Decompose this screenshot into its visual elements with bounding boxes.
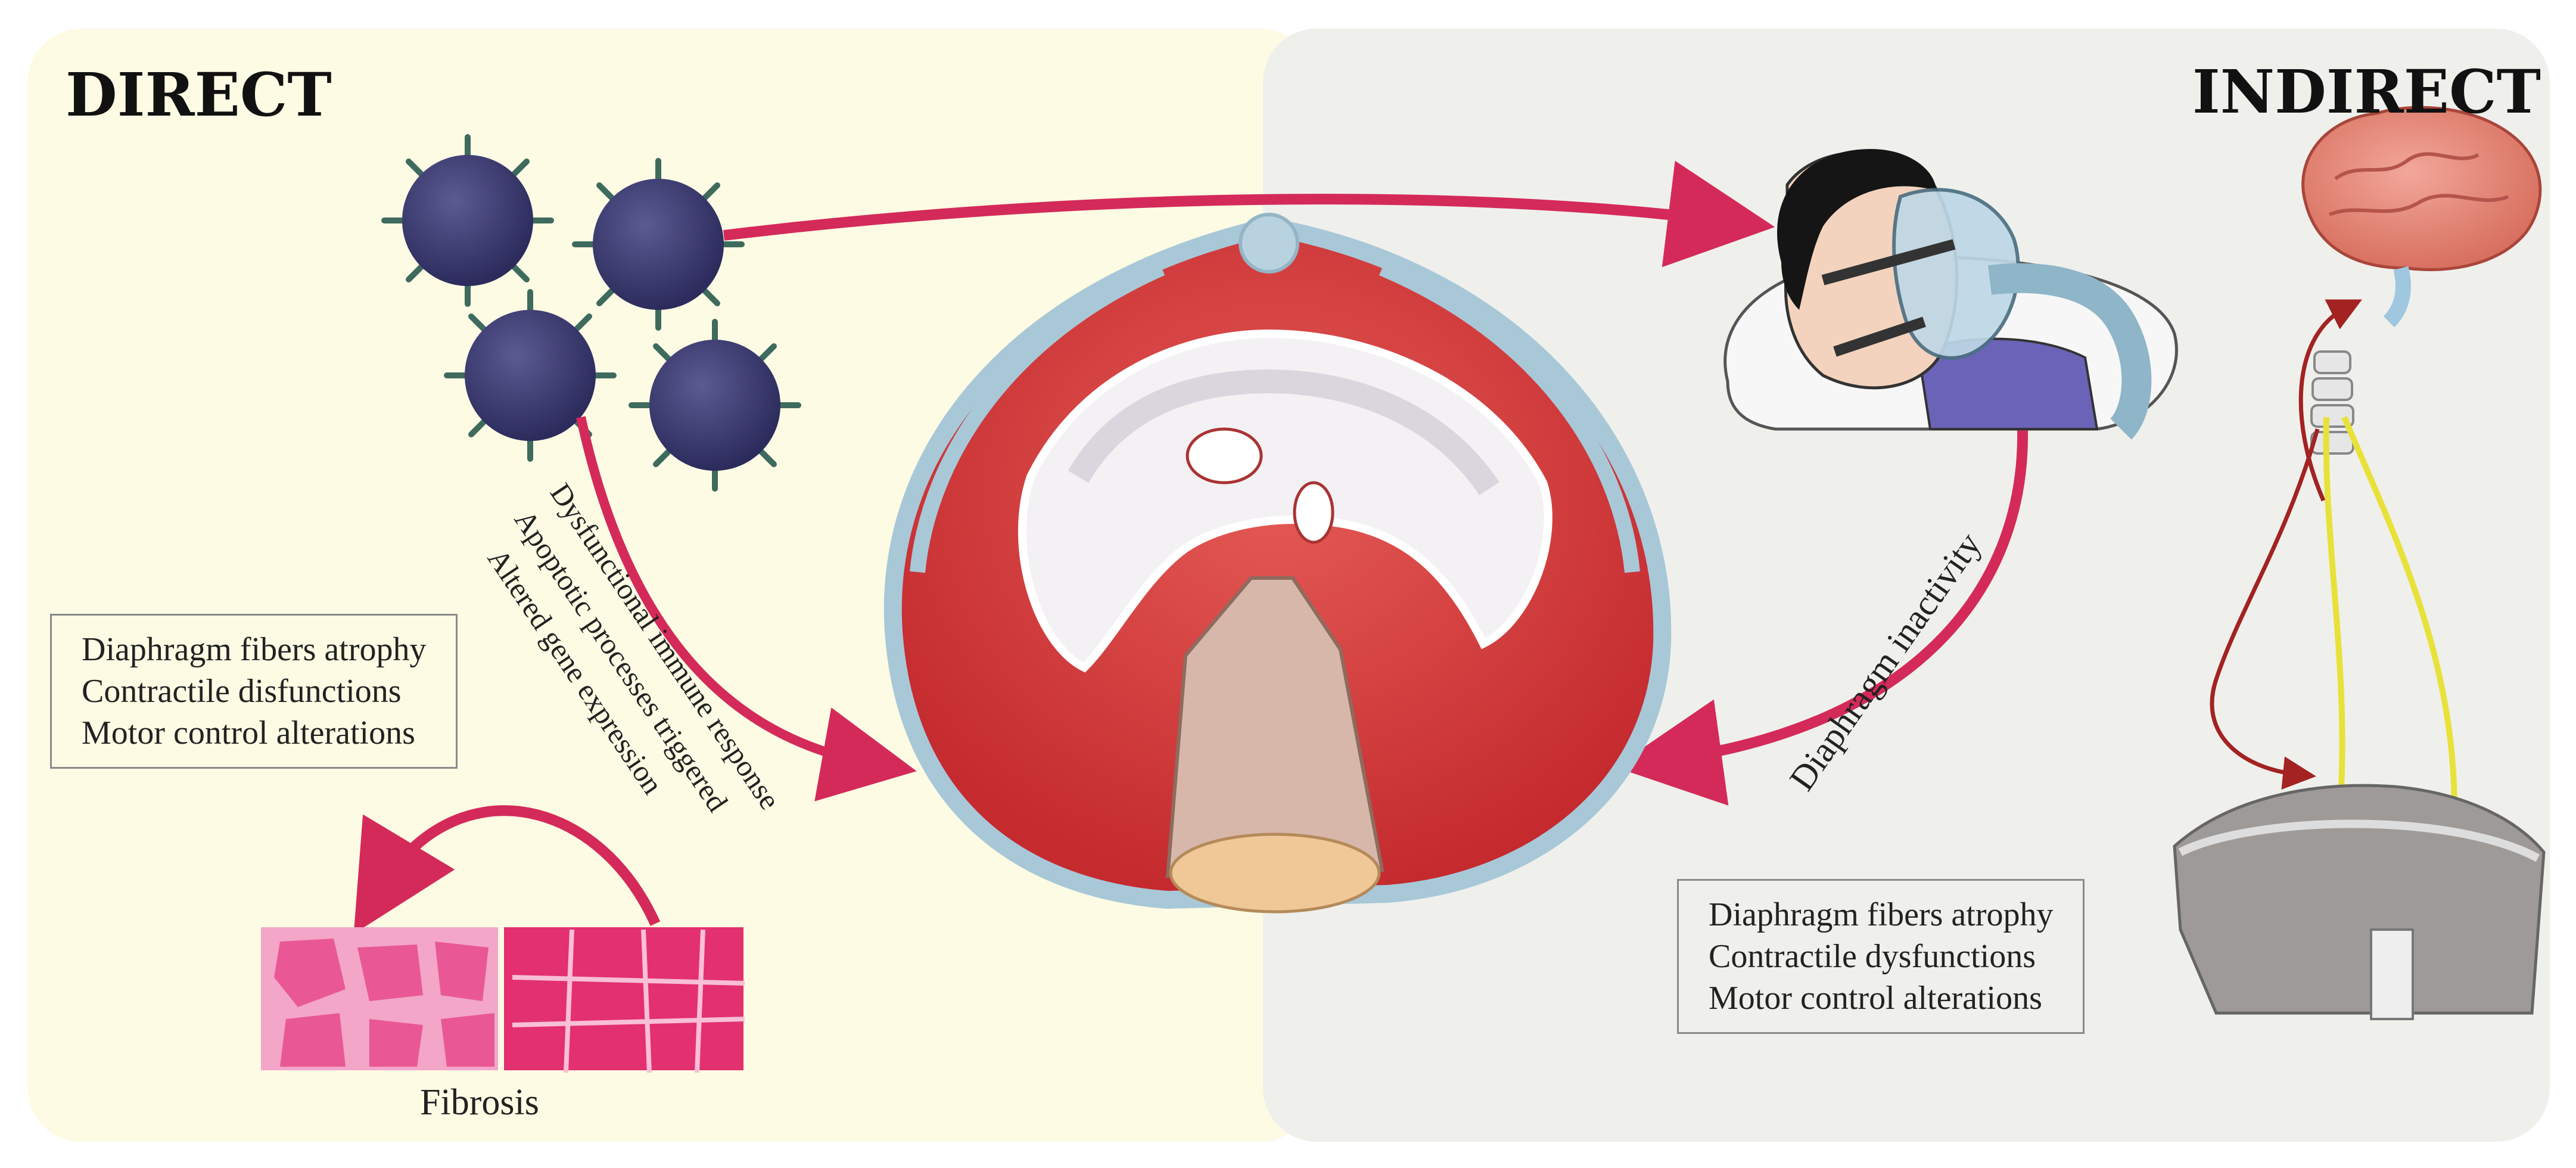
spinal-cord xyxy=(2310,350,2354,455)
direct-effects-box: Diaphragm fibers atrophy Contractile dis… xyxy=(50,614,458,769)
virus-to-ventilation-arrow xyxy=(723,160,1775,268)
fibrosis-label: Fibrosis xyxy=(420,1082,539,1123)
diaphragm-illustration xyxy=(883,213,1672,914)
effect-item: Motor control alterations xyxy=(82,715,415,751)
inactivity-arrow xyxy=(1614,428,2029,806)
virus-cluster xyxy=(381,134,801,492)
brainstem xyxy=(2383,266,2411,328)
effect-item: Contractile dysfunctions xyxy=(1709,938,2036,975)
virus-icon xyxy=(629,319,801,492)
effect-item: Diaphragm fibers atrophy xyxy=(1709,896,2054,933)
patient-hair xyxy=(1777,149,1936,310)
effect-item: Diaphragm fibers atrophy xyxy=(82,631,427,668)
ventilation-tube xyxy=(1987,263,2152,440)
diaphragm-grey-illustration xyxy=(2173,784,2546,1015)
aorta-tube xyxy=(1165,576,1385,878)
virus-icon xyxy=(572,158,745,331)
fibrosis-arrow xyxy=(353,805,661,934)
esophageal-hiatus xyxy=(1293,481,1334,544)
virus-icon xyxy=(381,134,554,307)
indirect-heading: INDIRECT xyxy=(2192,57,2541,127)
phrenic-nerve-right xyxy=(2341,416,2457,811)
descending-pathway-arrow xyxy=(2210,428,2320,790)
virus-to-diaphragm-arrow xyxy=(576,416,917,802)
phrenic-nerve-left xyxy=(2323,417,2345,787)
effect-item: Motor control alterations xyxy=(1709,980,2042,1017)
ascending-pathway-arrow xyxy=(2298,299,2363,502)
effect-item: Contractile disfunctions xyxy=(82,673,402,710)
ventilated-patient-illustration xyxy=(1723,149,2178,440)
caval-foramen xyxy=(1186,427,1263,484)
nervous-system-illustration xyxy=(2173,105,2546,1020)
indirect-effects-box: Diaphragm fibers atrophy Contractile dys… xyxy=(1677,879,2085,1034)
brain-icon xyxy=(2301,105,2542,271)
direct-heading: DIRECT xyxy=(66,60,332,130)
fibrosis-tissue-illustration xyxy=(261,927,745,1073)
ventilation-mask xyxy=(1892,188,2020,360)
